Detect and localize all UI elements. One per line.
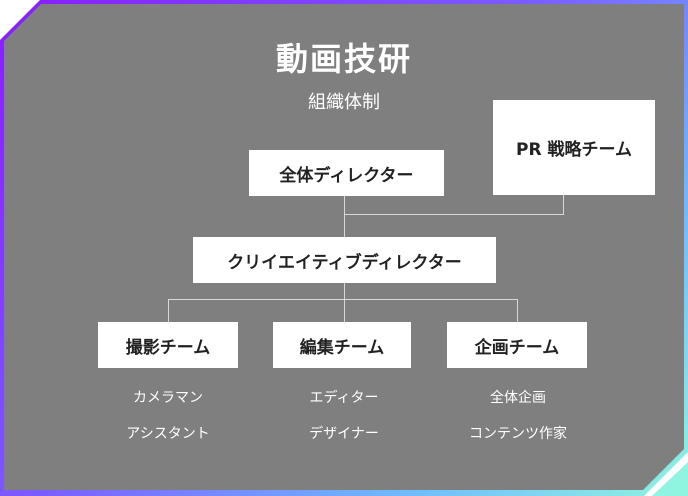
connector — [168, 299, 518, 300]
connector — [344, 283, 345, 299]
director-box: 全体ディレクター — [249, 150, 444, 196]
role-label: コンテンツ作家 — [469, 426, 567, 442]
connector — [168, 299, 169, 322]
team-box-shooting: 撮影チーム — [98, 322, 238, 368]
role-label: アシスタント — [126, 426, 210, 442]
connector — [344, 299, 345, 322]
role-label: デザイナー — [309, 426, 379, 442]
role-label: カメラマン — [133, 390, 203, 406]
team-box-editing: 編集チーム — [273, 322, 411, 368]
connector — [517, 299, 518, 322]
connector — [344, 196, 345, 237]
connector — [563, 195, 564, 215]
pr-team-box: PR 戦略チーム — [493, 100, 655, 195]
logo-title: 動画技研 — [275, 40, 412, 78]
role-label: 全体企画 — [490, 390, 546, 406]
creative-director-box: クリイエイティブディレクター — [193, 237, 496, 283]
subtitle: 組織体制 — [308, 92, 380, 113]
connector — [344, 214, 564, 215]
role-label: エディター — [309, 390, 379, 406]
team-box-planning: 企画チーム — [447, 322, 587, 368]
